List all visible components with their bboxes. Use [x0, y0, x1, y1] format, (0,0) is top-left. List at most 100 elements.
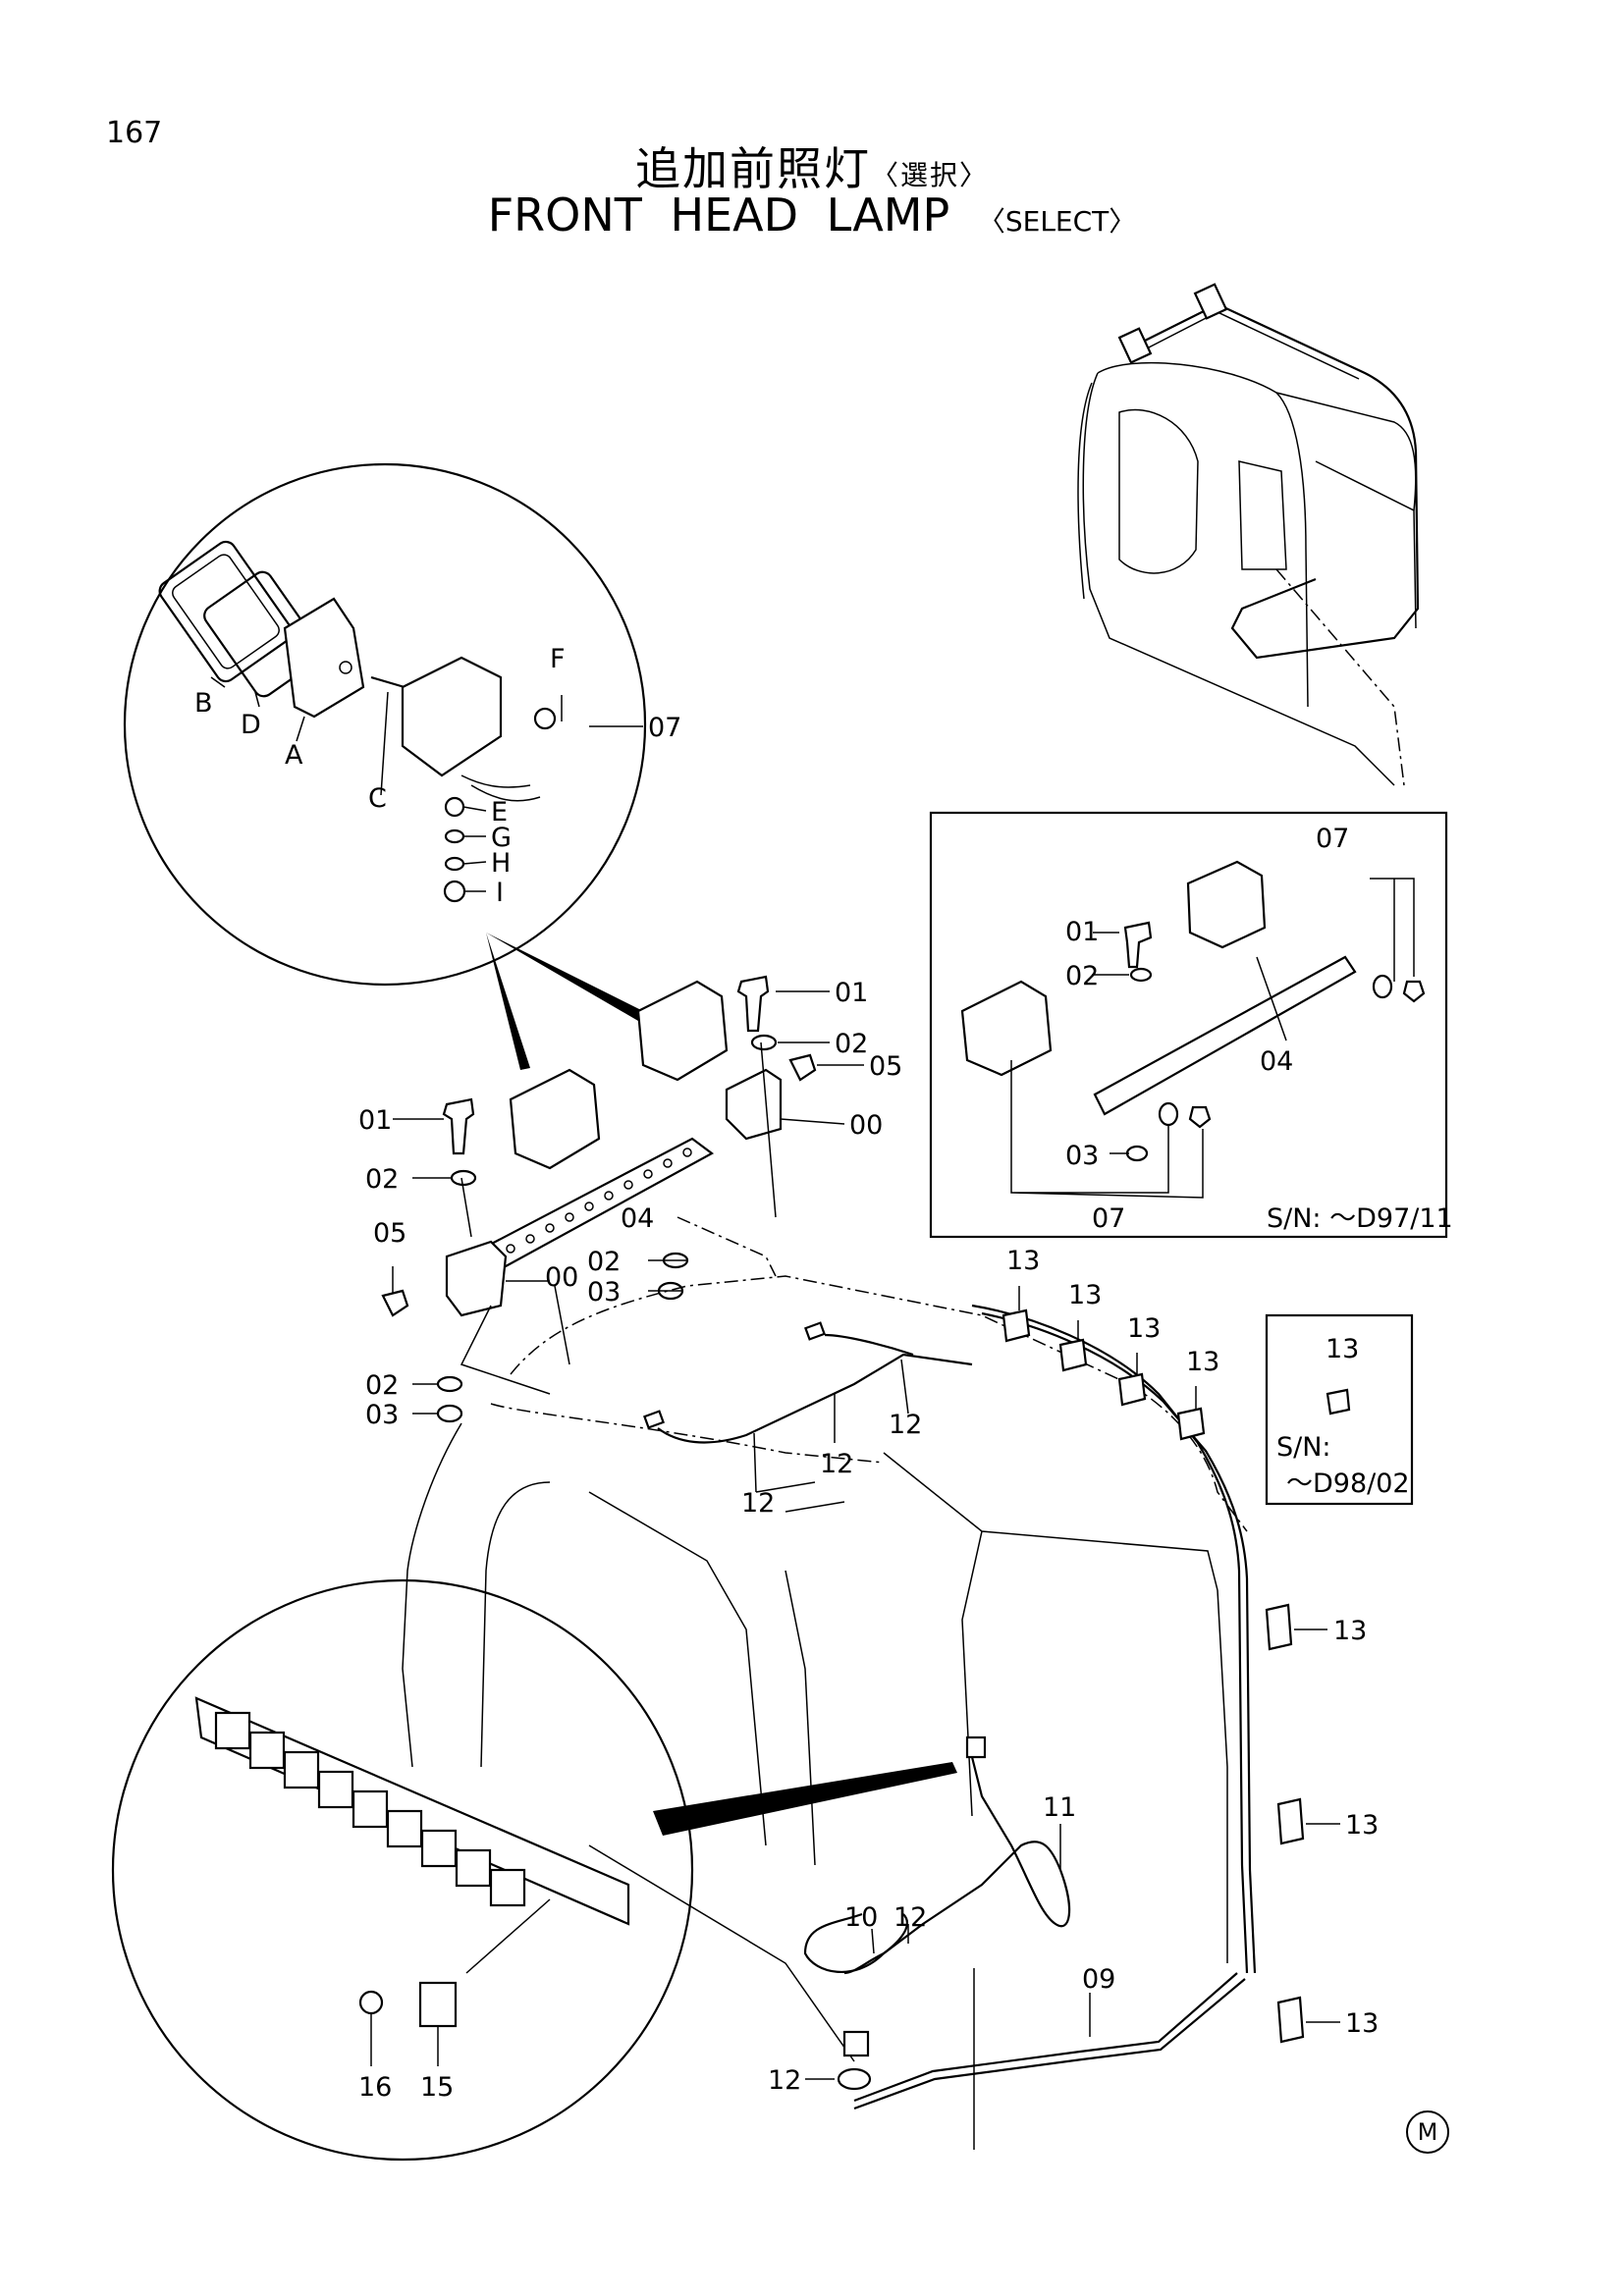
label-02-low: 02 — [365, 1370, 399, 1401]
inset-label-04: 04 — [1260, 1046, 1293, 1077]
inset-bolt-01-icon — [1123, 921, 1153, 969]
bracket-00-right-icon — [725, 1068, 783, 1141]
label-C: C — [368, 783, 387, 814]
label-12-low: 12 — [768, 2065, 801, 2096]
clip-13-right-b-icon — [1276, 1797, 1305, 1845]
inset-clip-serial-label: S/N: — [1276, 1432, 1331, 1463]
title-japanese: 追加前照灯〈選択〉 — [0, 133, 1624, 198]
nut-I-icon — [443, 880, 466, 903]
clip-13-right-a-icon — [1265, 1603, 1293, 1651]
label-F: F — [550, 644, 566, 674]
inset-clip-frame — [1265, 1313, 1414, 1506]
harness-11-icon — [843, 1756, 1071, 1975]
relay-detail-pointer — [653, 1762, 957, 1836]
label-03-mid: 03 — [587, 1277, 621, 1308]
lockwasher-E-icon — [444, 796, 465, 818]
springwasher-H-icon — [444, 856, 465, 872]
title-jp-sub: 〈選択〉 — [870, 159, 989, 191]
inset-label-07-bottom: 07 — [1092, 1203, 1125, 1234]
harness-09-icon — [853, 1972, 1238, 2103]
manufacturer-mark: M — [1406, 2110, 1449, 2154]
washer-02-low-icon — [436, 1375, 463, 1393]
label-03-low: 03 — [365, 1400, 399, 1430]
inset-lamp-left-icon — [960, 980, 1053, 1077]
inset-clip-box: 13 S/N: ～D98/02 — [1265, 1313, 1414, 1506]
screw-16-icon — [358, 1990, 384, 2015]
label-02-left: 02 — [365, 1164, 399, 1195]
cab-lamp-right-icon — [1193, 283, 1228, 320]
right-clips: 13 13 13 — [1265, 1603, 1379, 2044]
inset-label-02: 02 — [1065, 961, 1099, 991]
label-10: 10 — [844, 1902, 878, 1933]
title-jp-main: 追加前照灯 — [634, 142, 871, 195]
lamp-lens-frame-B — [158, 540, 294, 683]
harness-label-12c: 12 — [889, 1410, 922, 1440]
label-05-left: 05 — [373, 1218, 406, 1249]
screw-F-icon — [533, 707, 557, 730]
inset-label-03: 03 — [1065, 1141, 1099, 1171]
inset-old-mount: 07 01 02 04 03 07 S/N: ～D97/11 — [929, 811, 1453, 1239]
label-D: D — [241, 710, 261, 740]
relay-12-icon — [842, 2030, 870, 2057]
relay-15-icon — [418, 1981, 458, 2028]
inset-old-frame — [929, 811, 1448, 1239]
label-A: A — [285, 740, 303, 771]
label-04: 04 — [621, 1203, 654, 1234]
clip-label-13a: 13 — [1006, 1246, 1040, 1276]
washer-G-icon — [444, 828, 465, 844]
lamp-housing — [401, 656, 503, 777]
clip-label-13d: 13 — [1186, 1347, 1219, 1377]
inset-serial: S/N: ～D97/11 — [1267, 1203, 1453, 1234]
bolt-05-top-icon — [788, 1053, 817, 1082]
inset-clip-13-icon — [1326, 1388, 1351, 1415]
cab-lamp-left-icon — [1117, 327, 1153, 364]
bolt-05-left-icon — [381, 1289, 409, 1317]
lamp-right-icon — [636, 980, 729, 1082]
label-G: G — [491, 823, 512, 853]
washer-02-top-icon — [750, 1034, 778, 1051]
bracket-00-left-icon — [445, 1240, 508, 1317]
label-07: 07 — [648, 713, 681, 743]
relay-array — [214, 1711, 526, 1907]
harness-label-12b: 12 — [820, 1449, 853, 1479]
title-english: FRONT HEAD LAMP 〈SELECT〉 — [0, 188, 1624, 241]
inset-lamp-right-icon — [1186, 860, 1267, 949]
inset-stay-04-icon — [1093, 955, 1357, 1116]
lamp-detail-circle: B D A C F E G H I 07 — [123, 462, 681, 1070]
cab-overview — [1077, 283, 1420, 786]
label-00-top: 00 — [849, 1110, 883, 1141]
label-11: 11 — [1043, 1792, 1076, 1823]
label-02-top: 02 — [835, 1029, 868, 1059]
clip-13-b-icon — [1058, 1338, 1088, 1372]
clip-13-d-icon — [1176, 1407, 1206, 1441]
label-12-lower: 12 — [893, 1902, 927, 1933]
harness-label-12a: 12 — [741, 1488, 775, 1519]
lamp-bulb-C — [370, 675, 406, 689]
cab-body: 12 12 12 — [402, 1275, 1257, 2062]
label-09: 09 — [1082, 1964, 1115, 1995]
inset-washer-icon — [1158, 1101, 1179, 1127]
clip-13-right-c-icon — [1276, 1996, 1305, 2044]
label-H: H — [491, 848, 511, 879]
inset-label-01: 01 — [1065, 917, 1099, 947]
lamp-lens-A — [283, 597, 365, 719]
relay-10-icon — [803, 1912, 908, 1974]
page-number: 167 — [106, 116, 163, 150]
inset-washer-02-icon — [1129, 967, 1153, 983]
main-lamp-assembly: 01 02 05 00 01 02 05 04 00 02 03 02 03 — [358, 975, 902, 1430]
bolt-01-left-icon — [442, 1097, 475, 1155]
clip-13-a-icon — [1001, 1308, 1031, 1343]
right-clip-label-13c: 13 — [1345, 2008, 1379, 2039]
right-clip-label-13a: 13 — [1333, 1616, 1367, 1646]
title-en-sub: 〈SELECT〉 — [977, 205, 1137, 238]
clip-label-13b: 13 — [1068, 1280, 1102, 1310]
clip-label-13c: 13 — [1127, 1313, 1161, 1344]
label-15: 15 — [420, 2072, 454, 2103]
inset-clip-label-13: 13 — [1326, 1334, 1359, 1364]
label-I: I — [496, 878, 504, 908]
clip-row: 13 13 13 13 — [1001, 1246, 1219, 1441]
title-en-main: FRONT HEAD LAMP — [487, 188, 950, 241]
inset-label-07: 07 — [1316, 824, 1349, 854]
detail-pointer — [486, 933, 643, 1070]
